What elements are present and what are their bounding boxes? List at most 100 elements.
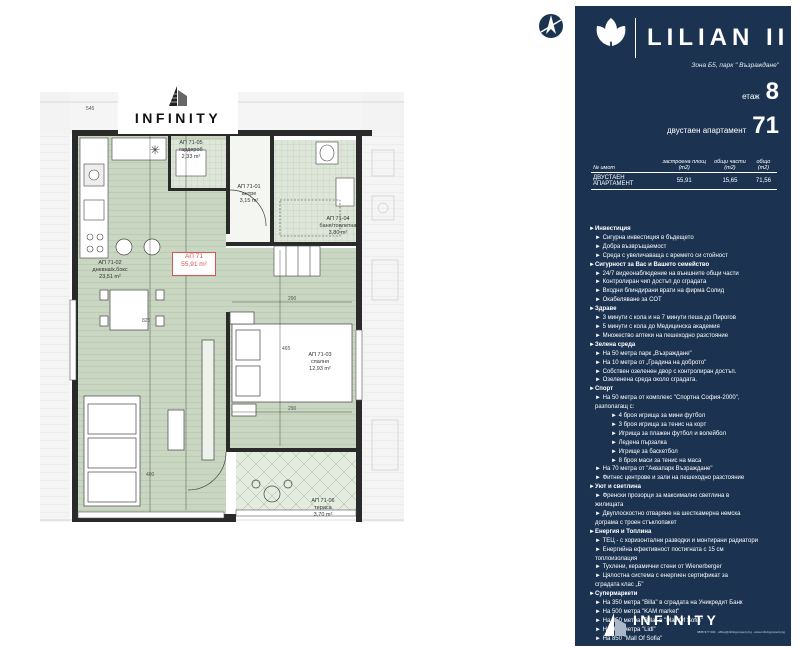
dimension-label: 290	[288, 406, 297, 412]
feature-item: ► Фитнес центрове и зали на пешеходно ра…	[595, 475, 745, 482]
feature-item: ► Двуплоскостно отваряне на шесткамерна …	[595, 511, 741, 517]
apartment-badge-number: АП 71	[185, 253, 203, 260]
feature-item: сградата клас „Б"	[595, 582, 644, 589]
info-panel: LILIAN III Зона Б5, парк " Възраждане" е…	[575, 6, 796, 646]
feature-item: ► Сигурна инвестиция в бъдещето	[595, 234, 694, 241]
feature-category: ►Енергия и Топлина	[589, 528, 652, 535]
feature-item: ► Множество аптеки на пешеходно разстоян…	[595, 332, 729, 339]
room-label-terrace: АП 71-06 тераса 3,70 m²	[300, 498, 346, 519]
table-header: застроена площ (m2)	[662, 159, 706, 171]
apartment-label: двустаен апартамент	[666, 126, 747, 135]
panel-footer: INFINITY 0888 977 000 · office@infinityp…	[599, 610, 785, 640]
feature-item: ► На 350 метра "Billa" в сградата на Уни…	[595, 600, 743, 607]
room-type: антре	[241, 191, 257, 198]
apartment-number: 71	[752, 112, 779, 139]
feature-category: ►Инвестиция	[589, 226, 631, 232]
room-name: АП 71-06	[311, 498, 335, 504]
feature-item: ► На 500 метра "KAM market"	[595, 608, 680, 615]
room-area: 12,93 m²	[309, 366, 331, 373]
feature-item: ► На 70 метра от "Аквапарк Възраждане"	[595, 466, 713, 473]
room-type: спалня	[310, 359, 329, 366]
feature-item: ► 3 минути с кола и на 7 минути пеша до …	[595, 315, 736, 322]
room-type: дневна/к.бокс	[92, 267, 128, 274]
feature-item: ► На 50 метра от комплекс "Спортна София…	[595, 395, 740, 402]
dimension-label: 400	[146, 472, 155, 478]
feature-item: ► На 850 "Mall Of Sofia"	[595, 635, 663, 642]
room-area: 3,80 m²	[328, 230, 348, 237]
table-cell: ДВУСТАЕН АПАРТАМЕНТ	[591, 172, 659, 190]
room-name: АП 71-04	[326, 216, 350, 222]
room-name: АП 71-01	[237, 184, 261, 190]
feature-category: ►Супермаркети	[589, 591, 638, 598]
feature-item: ► Тухлени, керамични стени от Wienerberg…	[595, 564, 722, 571]
table-header: общо (m2)	[756, 159, 771, 171]
feature-item: ► На 10 метра от „Градина на доброто"	[595, 359, 707, 366]
feature-item: жилищата	[595, 502, 624, 509]
room-area: 3,15 m²	[239, 198, 259, 205]
lilian-brand: LILIAN III	[593, 16, 796, 58]
room-name: АП 71-03	[308, 352, 332, 358]
apartment-row: двустаен апартамент 71	[667, 112, 779, 140]
feature-item: ► Озеленена среда около сградата.	[595, 377, 698, 384]
feature-item: ► Добра възвръщаемост	[595, 243, 667, 250]
feature-item: ► Среда с увеличаваща с времето си стойн…	[595, 252, 728, 259]
room-type: гардероб	[179, 147, 203, 154]
footer-wordmark: INFINITY	[633, 612, 720, 628]
table-cell: 55,91	[658, 172, 711, 190]
dimension-label: 825	[142, 318, 151, 324]
table-cell: 71,56	[749, 172, 777, 190]
feature-item: ► Ледена пързалка	[611, 439, 667, 446]
floor-plan: ✳	[40, 84, 404, 522]
feature-item: разполагащ с:	[595, 404, 635, 411]
apartment-badge: АП 71 55,91 m²	[172, 252, 216, 276]
building-icon	[169, 86, 187, 106]
room-label-bathroom: АП 71-04 баня/тоалетна 3,80 m²	[316, 216, 360, 237]
zone-text: Зона Б5, парк " Възраждане"	[691, 62, 779, 69]
feature-item: ► ТЕЦ - с хоризонтални разводки и монтир…	[595, 537, 759, 544]
room-name: АП 71-02	[98, 260, 122, 266]
room-label-wardrobe: АП 71-05 гардероб 2,33 m²	[168, 140, 214, 161]
feature-item: дограма с троен стъклопакет	[595, 519, 677, 526]
feature-item: ► 5 минути с кола до Медицинска академия	[595, 323, 720, 330]
lilian-brand-name: LILIAN III	[647, 24, 800, 51]
room-label-entrance: АП 71-01 антре 3,15 m²	[228, 184, 270, 205]
room-name: АП 71-05	[179, 140, 203, 146]
room-type: тераса	[314, 505, 332, 512]
floor-plan-drawing: ✳	[40, 92, 404, 522]
feature-item: ► 4 броя игрища за мини футбол	[611, 413, 706, 420]
room-type: баня/тоалетна	[319, 223, 357, 230]
compass-icon	[539, 14, 563, 38]
feature-item: топлоизолация	[595, 555, 638, 562]
feature-category: ►Спорт	[589, 386, 614, 393]
feature-item: ► 3 броя игрища за тенис на корт	[611, 421, 707, 428]
feature-item: ► Игрище за баскетбол	[611, 448, 678, 455]
feature-item: ► Входни блиндирани врати на фирма Солид	[595, 288, 725, 295]
apartment-badge-area: 55,91 m²	[181, 261, 207, 269]
feature-item: ► Енергийна ефективност постигната с 15 …	[595, 546, 724, 553]
table-header: № имот	[593, 165, 615, 171]
room-area: 23,51 m²	[99, 274, 121, 281]
area-table: № имот застроена площ (m2) общи части (m…	[591, 158, 777, 190]
room-area: 3,70 m²	[313, 512, 333, 519]
floor-row: етаж 8	[742, 78, 779, 106]
infinity-logo: INFINITY	[118, 84, 238, 134]
svg-text:✳: ✳	[150, 143, 160, 157]
infinity-wordmark: INFINITY	[134, 110, 222, 126]
feature-item: ► 8 броя маси за тенис на маса	[611, 457, 702, 464]
room-area: 2,33 m²	[181, 154, 201, 161]
table-cell: 15,65	[710, 172, 750, 190]
feature-category: ►Уют и светлина	[589, 484, 641, 491]
features-list: ►Инвестиция ► Сигурна инвестиция в бъдеще…	[589, 225, 785, 644]
footer-contact: 0888 977 000 · office@infinityproperty.b…	[697, 630, 785, 634]
feature-item: ► Френски прозорци за максимално светлин…	[595, 493, 730, 500]
feature-category: ►Зелена среда	[589, 341, 636, 348]
dimension-label: 465	[282, 346, 291, 352]
feature-item: ► 24/7 видеонаблюдение на външните общи …	[595, 270, 739, 277]
brand-divider	[635, 18, 636, 58]
feature-category: ►Сигурност за Вас и Вашето семейство	[589, 261, 710, 268]
feature-item: ► Игрища за плажен футбол и волейбол	[611, 430, 727, 437]
feature-category: ►Здраве	[589, 306, 617, 313]
building-icon	[604, 613, 626, 636]
dimension-label: 290	[288, 296, 297, 302]
feature-item: ► Собствен озеленен двор с контролиран д…	[595, 368, 737, 375]
